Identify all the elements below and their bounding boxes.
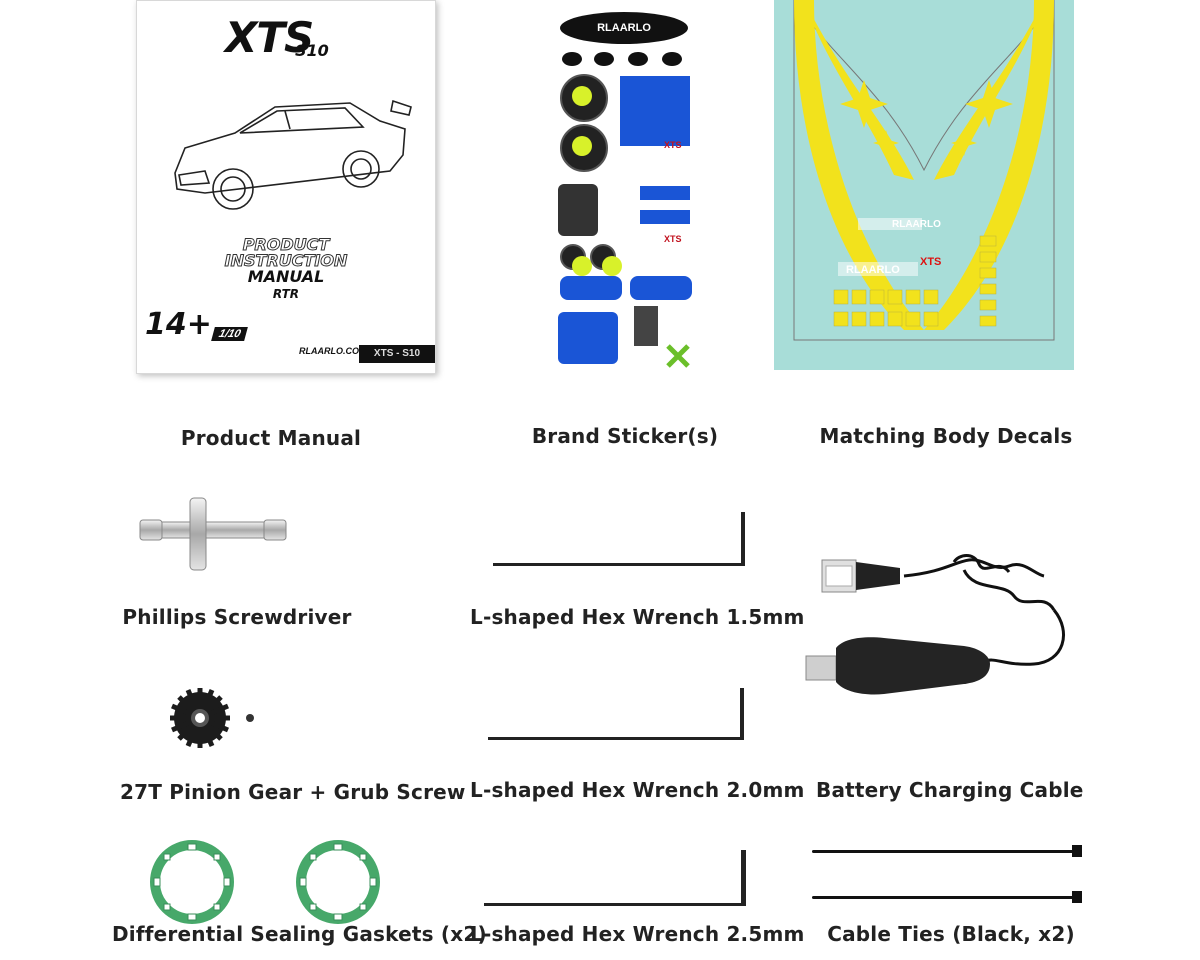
- pinion-gear-image: [170, 688, 254, 748]
- manual-age: 14+: [145, 307, 212, 342]
- manual-line-product: PRODUCT: [242, 235, 330, 255]
- body-decals-image: RLAARLO RLAARLO XTS: [774, 0, 1074, 370]
- manual-line-instruction: INSTRUCTION: [224, 251, 348, 271]
- label-phillips-screwdriver: Phillips Screwdriver: [122, 605, 352, 629]
- sticker-car-front: [558, 312, 618, 364]
- manual-model-sub: S10: [295, 41, 329, 60]
- manual-model-title: XTS: [225, 13, 314, 62]
- sticker-wheel: [560, 244, 592, 276]
- hex-wrench-2-0-long-arm: [488, 737, 744, 740]
- sealing-gaskets-image: [150, 840, 380, 924]
- decal-shapes: [793, 0, 1055, 341]
- sticker-x-logo: [666, 344, 690, 368]
- sticker-brand-oval: RLAARLO: [560, 12, 688, 44]
- hex-wrench-2-5-short-arm: [741, 850, 746, 906]
- label-hex-wrench-2-0: L-shaped Hex Wrench 2.0mm: [470, 778, 805, 802]
- car-line-drawing: [174, 99, 412, 210]
- cross-wrench-image: [139, 497, 287, 571]
- label-charging-cable: Battery Charging Cable: [816, 778, 1084, 802]
- brand-sticker-sheet-image: RLAARLO XTS XTS: [552, 0, 698, 372]
- label-hex-wrench-2-5: L-shaped Hex Wrench 2.5mm: [470, 922, 805, 946]
- cable-tie-2-head: [1072, 891, 1082, 903]
- hex-wrench-2-0-short-arm: [740, 688, 744, 740]
- sticker-engine: [634, 306, 658, 346]
- charging-cable-image: [805, 554, 1065, 695]
- sticker-blue-label: [640, 210, 690, 224]
- manual-line-manual: MANUAL: [247, 267, 325, 286]
- manual-band: XTS - S10: [359, 345, 435, 363]
- cable-tie-1-head: [1072, 845, 1082, 857]
- sticker-xts-tag: XTS: [664, 234, 682, 244]
- decal-brand-2: RLAARLO: [846, 264, 900, 276]
- label-product-manual: Product Manual: [180, 426, 362, 450]
- sticker-blue-label: [640, 186, 690, 200]
- manual-scale: 1/10: [211, 327, 249, 341]
- sticker-badge: [662, 52, 682, 66]
- sticker-xts-tag: XTS: [664, 140, 682, 150]
- manual-website: RLAARLO.COM: [299, 346, 367, 356]
- sticker-round-logo: [560, 74, 608, 122]
- sticker-badge: [628, 52, 648, 66]
- sticker-badge: [594, 52, 614, 66]
- sticker-wheel: [590, 244, 622, 276]
- hex-wrench-2-5-long-arm: [484, 903, 746, 906]
- product-manual-image: XTS S10 PRODUCT INSTRUCTION MANUAL RTR 1…: [136, 0, 436, 374]
- sticker-car-graphic: [620, 76, 690, 146]
- sticker-car-blue: [560, 276, 622, 300]
- label-sealing-gaskets: Differential Sealing Gaskets (x2): [112, 922, 487, 946]
- label-hex-wrench-1-5: L-shaped Hex Wrench 1.5mm: [470, 605, 805, 629]
- label-pinion-gear: 27T Pinion Gear + Grub Screw: [120, 780, 466, 804]
- sticker-transmitter: [558, 184, 598, 236]
- cable-tie-2: [812, 896, 1074, 899]
- hex-wrench-1-5-short-arm: [741, 512, 745, 566]
- hex-wrench-1-5-long-arm: [493, 563, 745, 566]
- label-brand-stickers: Brand Sticker(s): [531, 424, 719, 448]
- sticker-car-blue: [630, 276, 692, 300]
- sticker-round-logo: [560, 124, 608, 172]
- sticker-badge: [562, 52, 582, 66]
- decal-brand-1: RLAARLO: [892, 219, 941, 230]
- label-body-decals: Matching Body Decals: [819, 424, 1073, 448]
- decal-xts-tag: XTS: [920, 256, 942, 268]
- label-cable-ties: Cable Ties (Black, x2): [827, 922, 1075, 946]
- manual-rtr: RTR: [272, 287, 300, 301]
- cable-tie-1: [812, 850, 1074, 853]
